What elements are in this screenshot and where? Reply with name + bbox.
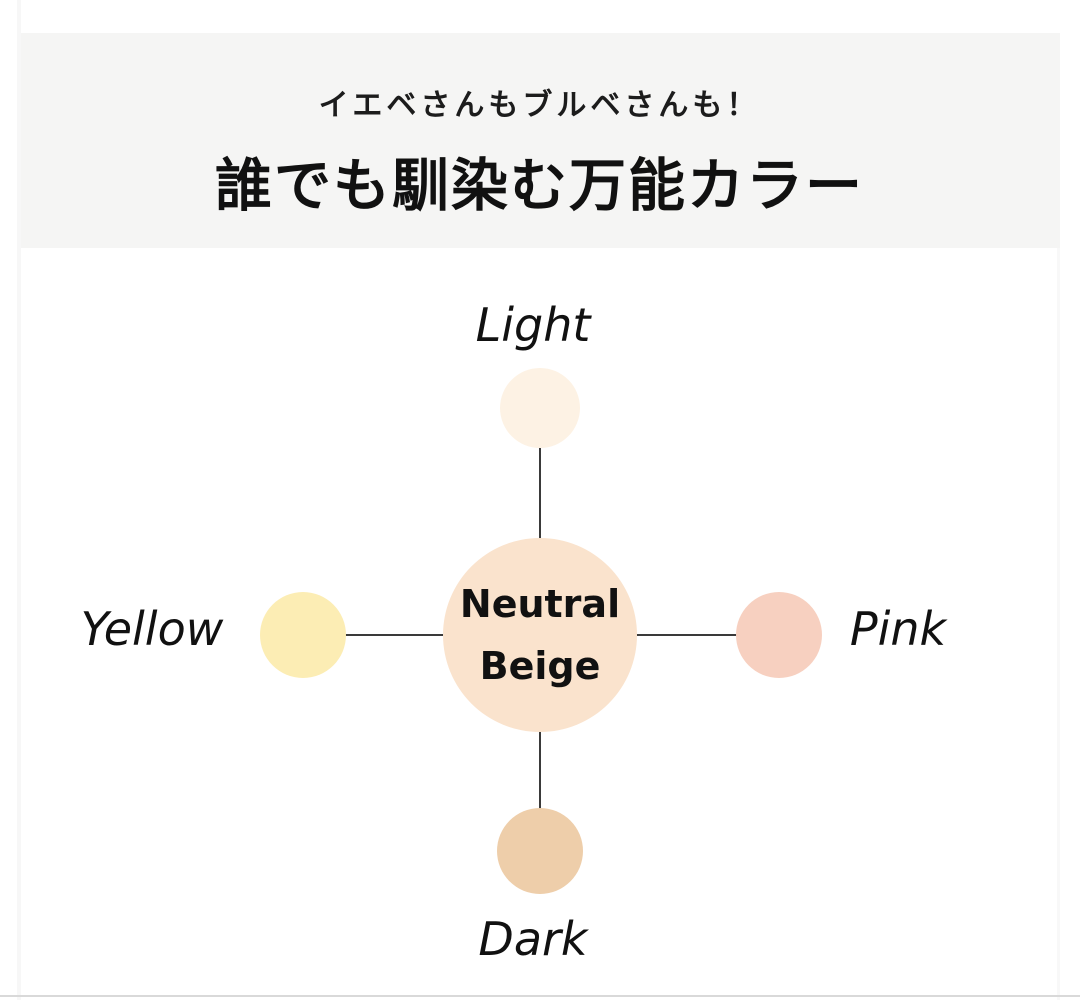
photo-edge-left (17, 0, 21, 1000)
label-light: Light (475, 298, 591, 352)
connector-right (636, 634, 737, 636)
center-label-line1: Neutral (459, 582, 621, 626)
header-subtitle: イエベさんもブルベさんも！ (318, 89, 761, 122)
photo-edge-right (1057, 248, 1060, 1000)
center-label-line2: Beige (479, 644, 601, 688)
photo-edge-bottom (0, 995, 1080, 997)
label-pink: Pink (849, 602, 947, 656)
swatch-pink (736, 592, 822, 678)
center-node-label: Neutral Beige (460, 573, 620, 697)
connector-bottom (539, 731, 541, 809)
swatch-yellow (260, 592, 346, 678)
page-title: 誰でも馴染む万能カラー (215, 154, 864, 218)
label-dark: Dark (478, 912, 588, 966)
label-yellow: Yellow (80, 602, 224, 656)
connector-top (539, 448, 541, 539)
center-node-neutral-beige: Neutral Beige (443, 538, 637, 732)
swatch-dark (497, 808, 583, 894)
swatch-light (500, 368, 580, 448)
header-banner: イエベさんもブルベさんも！ 誰でも馴染む万能カラー (19, 33, 1060, 248)
connector-left (345, 634, 444, 636)
